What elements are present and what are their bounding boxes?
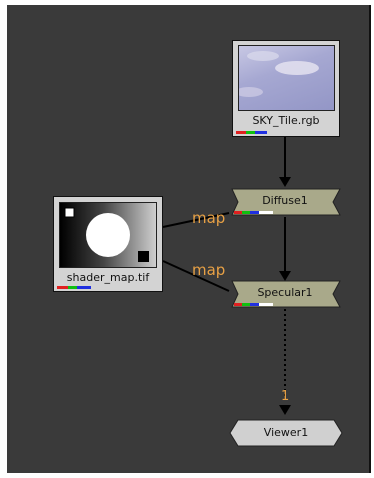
channel-alpha xyxy=(259,211,273,214)
edge-label-map-specular: map xyxy=(192,261,226,279)
edge-map-to-specular xyxy=(162,260,230,292)
node-diffuse[interactable]: Diffuse1 xyxy=(229,188,341,216)
channel-blue xyxy=(250,303,259,306)
channel-green xyxy=(242,211,250,214)
diffuse-label: Diffuse1 xyxy=(262,194,308,207)
specular-label: Specular1 xyxy=(257,286,313,299)
sky-thumbnail xyxy=(238,45,335,111)
edge-map-to-diffuse xyxy=(162,212,230,228)
sky-tile-label: SKY_Tile.rgb xyxy=(252,114,320,127)
arrowhead-specular xyxy=(279,271,291,281)
channel-red xyxy=(234,303,242,306)
node-shader-map[interactable]: shader_map.tif xyxy=(53,196,163,292)
channel-blue xyxy=(77,286,91,289)
shader-map-thumbnail xyxy=(59,202,157,268)
channel-red xyxy=(236,131,246,134)
shader-map-label: shader_map.tif xyxy=(66,271,150,284)
channel-red xyxy=(57,286,68,289)
connections xyxy=(162,135,291,415)
edge-label-viewer-input: 1 xyxy=(281,389,290,404)
arrowhead-diffuse xyxy=(279,177,291,187)
channel-blue xyxy=(250,211,259,214)
channel-blue xyxy=(255,131,267,134)
node-sky-tile[interactable]: SKY_Tile.rgb xyxy=(232,40,340,137)
channel-red xyxy=(234,211,242,214)
channel-green xyxy=(246,131,255,134)
node-viewer[interactable]: Viewer1 xyxy=(229,419,343,447)
channel-green xyxy=(68,286,77,289)
node-specular[interactable]: Specular1 xyxy=(229,280,341,308)
arrowhead-viewer xyxy=(279,405,291,415)
node-graph-canvas[interactable]: map map 1 SKY_Tile.rgb shader_map.tif xyxy=(7,5,371,473)
edge-label-map-diffuse: map xyxy=(192,209,226,227)
viewer-label: Viewer1 xyxy=(263,426,309,439)
channel-alpha xyxy=(259,303,273,306)
channel-green xyxy=(242,303,250,306)
